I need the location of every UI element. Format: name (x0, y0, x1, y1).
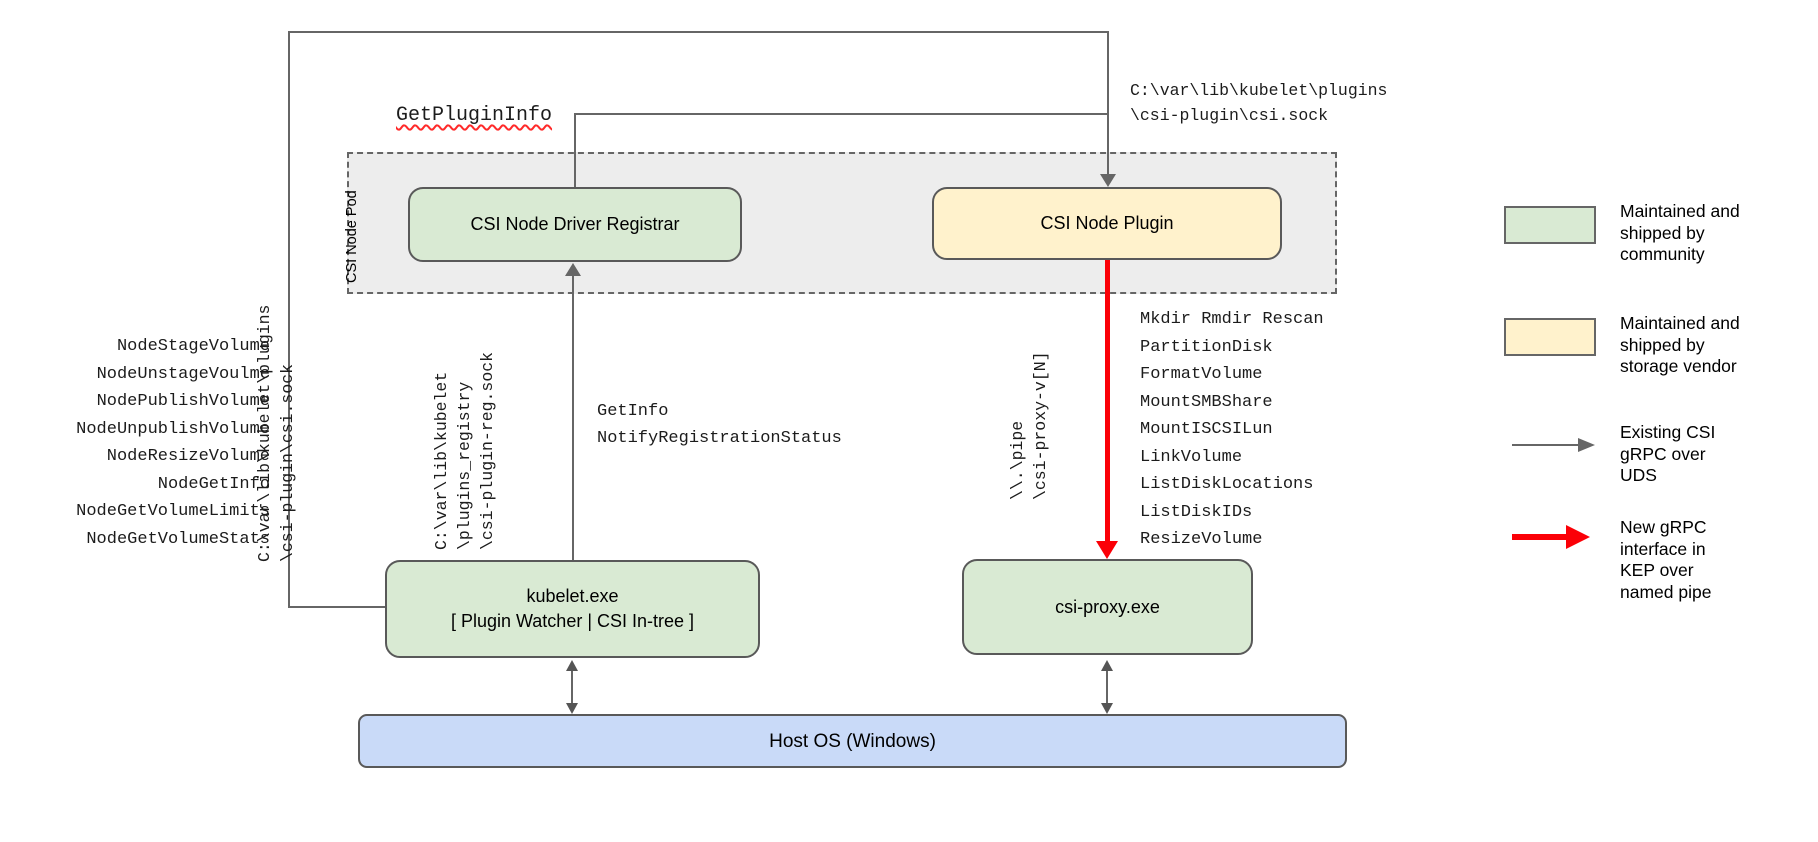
proxy-rpc-item: MountISCSILun (1140, 420, 1273, 439)
legend-uds-label: Existing CSI gRPC over UDS (1620, 422, 1716, 485)
kubelet-box: kubelet.exe [ Plugin Watcher | CSI In-tr… (385, 560, 760, 658)
proxy-rpc-item: MountSMBShare (1140, 392, 1273, 412)
legend-uds-arrowhead-icon (1578, 438, 1595, 452)
registration-arrowhead-icon (565, 263, 581, 276)
proxy-rpc-item: ListDiskLocations (1140, 475, 1314, 494)
node-rpc-item: NodeUnpublishVolume (76, 419, 270, 439)
proxy-rpc-item: PartitionDisk (1140, 337, 1273, 357)
node-rpc-item: NodeUnstageVoulme (96, 364, 270, 384)
host-os-box: Host OS (Windows) (358, 714, 1347, 768)
node-rpc-item: NodeStageVolume (116, 337, 270, 356)
kubelet-label-line2: [ Plugin Watcher | CSI In-tree ] (450, 611, 695, 631)
proxy-rpc-item: LinkVolume (1140, 447, 1243, 467)
csi-proxy-box: csi-proxy.exe (962, 559, 1253, 655)
getplugininfo-line-horizontal (574, 113, 1109, 115)
legend-community-label: Maintained and shipped by community (1620, 201, 1740, 264)
node-rpc-list: NodeStageVolume NodeUnstageVoulme NodePu… (40, 333, 270, 553)
kubelet-hostos-arrowhead-down-icon (566, 703, 578, 714)
kubelet-hostos-arrowhead-up-icon (566, 660, 578, 671)
proxy-rpc-item: ResizeVolume (1140, 530, 1263, 549)
legend-vendor-swatch (1504, 318, 1596, 356)
csisock-arrowhead-icon (1100, 174, 1116, 187)
node-rpc-item: NodeGetVolumeLimits (76, 502, 270, 521)
proxy-rpc-item: FormatVolume (1140, 365, 1263, 384)
proxy-rpc-list: Mkdir Rmdir Rescan PartitionDisk FormatV… (1140, 306, 1324, 554)
csi-node-driver-registrar-label: CSI Node Driver Registrar (470, 214, 680, 234)
kubelet-csisock-line-top (288, 31, 1109, 33)
csi-node-plugin-label: CSI Node Plugin (1040, 213, 1174, 233)
kubelet-label-line1: kubelet.exe (526, 586, 619, 606)
node-rpc-item: NodeGetVolumeStats (86, 529, 270, 549)
csi-sock-path-label-top: C:\var\lib\kubelet\plugins \csi-plugin\c… (1130, 81, 1388, 125)
node-rpc-item: NodeResizeVolume (106, 447, 270, 466)
getplugininfo-line-riser (574, 113, 576, 189)
proxy-hostos-arrowhead-down-icon (1101, 703, 1113, 714)
csi-node-plugin-box: CSI Node Plugin (932, 187, 1282, 260)
kubelet-csisock-line-left (288, 31, 290, 608)
node-rpc-item: NodeGetInfo (157, 474, 270, 494)
legend-uds-arrow-icon (1512, 444, 1580, 446)
proxy-rpc-item: ListDiskIDs (1140, 502, 1253, 522)
getplugininfo-label: GetPluginInfo (396, 104, 553, 127)
csi-node-driver-registrar-box: CSI Node Driver Registrar (408, 187, 742, 262)
csisock-arrow-line (1107, 31, 1109, 175)
registration-calls-label: GetInfo NotifyRegistrationStatus (597, 402, 842, 448)
csi-proxy-label: csi-proxy.exe (1055, 596, 1160, 617)
registration-arrow-line (572, 274, 574, 560)
legend-pipe-label: New gRPC interface in KEP over named pip… (1620, 517, 1712, 602)
legend-vendor-label: Maintained and shipped by storage vendor (1620, 313, 1740, 376)
proxy-rpc-item: Mkdir Rmdir Rescan (1140, 310, 1324, 329)
node-rpc-item: NodePublishVolume (96, 392, 270, 411)
proxy-hostos-line (1106, 669, 1108, 705)
named-pipe-arrowhead-icon (1096, 541, 1118, 559)
named-pipe-path-label: \\.\pipe \csi-proxy-v[N] (1008, 351, 1050, 500)
proxy-hostos-arrowhead-up-icon (1101, 660, 1113, 671)
kubelet-csisock-line-stub (288, 606, 390, 608)
kubelet-hostos-line (571, 669, 573, 705)
csi-node-pod-label: CSI Node Pod (344, 190, 360, 283)
host-os-label: Host OS (Windows) (769, 730, 936, 752)
registration-sock-path-label: C:\var\lib\kubelet \plugins_registry \cs… (432, 351, 497, 550)
named-pipe-arrow-line (1105, 259, 1110, 544)
legend-pipe-arrow-icon (1512, 534, 1572, 540)
legend-community-swatch (1504, 206, 1596, 244)
